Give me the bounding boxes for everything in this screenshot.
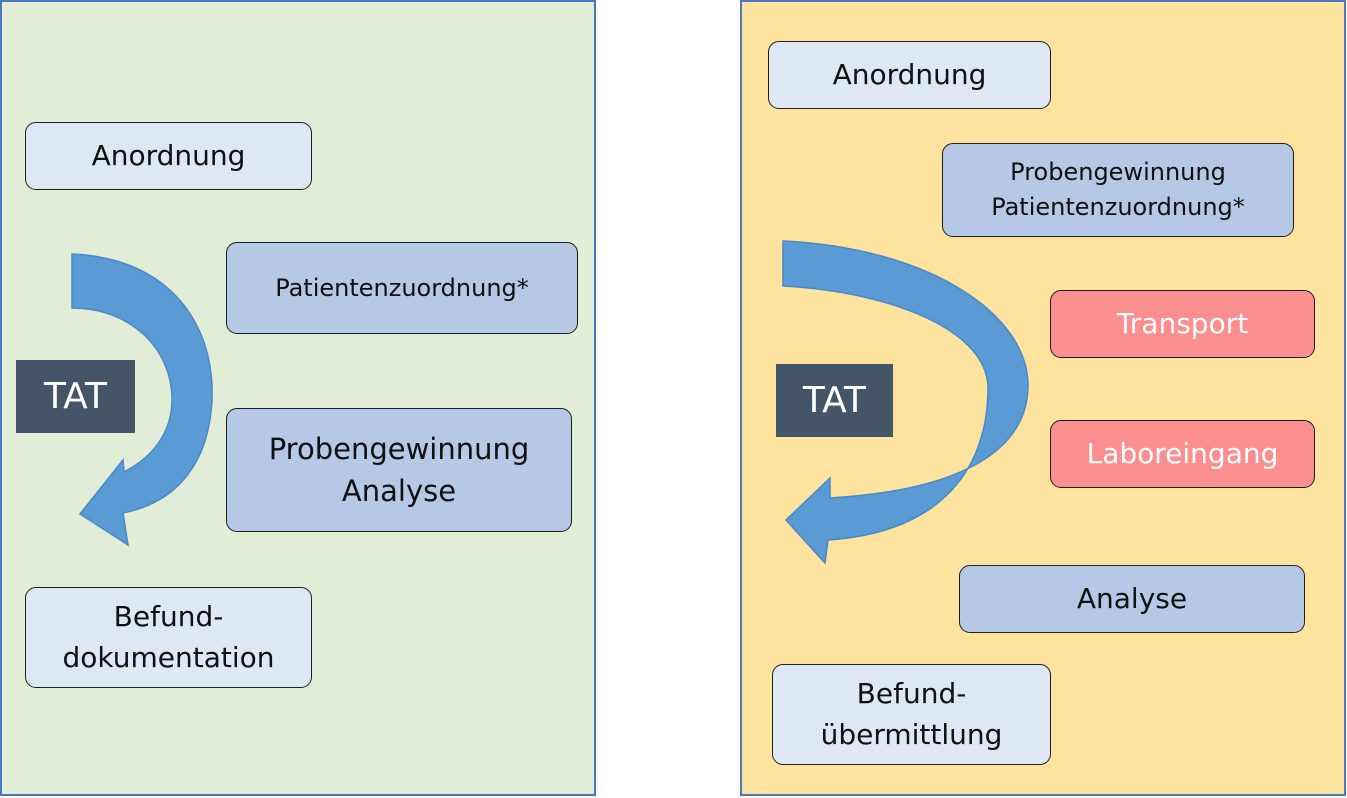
left-tat-arrow [71,253,213,547]
right-lab-entry-label: Laboreingang [1086,436,1279,470]
left-order-box: Anordnung [25,122,312,190]
left-sampling-analysis-label: Probengewinnung Analyse [268,431,530,508]
right-report-label: Befund- übermittlung [820,676,1003,751]
left-report-box: Befund- dokumentation [25,587,312,688]
right-tat-arrow [782,240,1029,565]
left-report-label: Befund- dokumentation [62,599,275,674]
left-sampling-analysis-box: Probengewinnung Analyse [226,408,572,532]
right-transport-box: Transport [1050,290,1315,358]
left-assignment-box: Patientenzuordnung* [226,242,578,334]
left-order-label: Anordnung [91,138,246,172]
right-report-box: Befund- übermittlung [772,664,1051,765]
left-assignment-label: Patientenzuordnung* [275,273,529,302]
right-transport-label: Transport [1116,306,1249,340]
right-tat-label: TAT [776,364,893,437]
right-tat-text: TAT [802,380,867,421]
right-order-box: Anordnung [768,41,1051,109]
left-tat-text: TAT [43,376,108,417]
right-analysis-box: Analyse [959,565,1305,633]
right-analysis-label: Analyse [1076,581,1188,615]
right-lab-entry-box: Laboreingang [1050,420,1315,488]
right-sampling-assignment-box: Probengewinnung Patientenzuordnung* [942,143,1294,237]
right-sampling-assignment-label: Probengewinnung Patientenzuordnung* [991,158,1245,221]
right-order-label: Anordnung [832,57,987,91]
left-tat-label: TAT [16,360,135,433]
